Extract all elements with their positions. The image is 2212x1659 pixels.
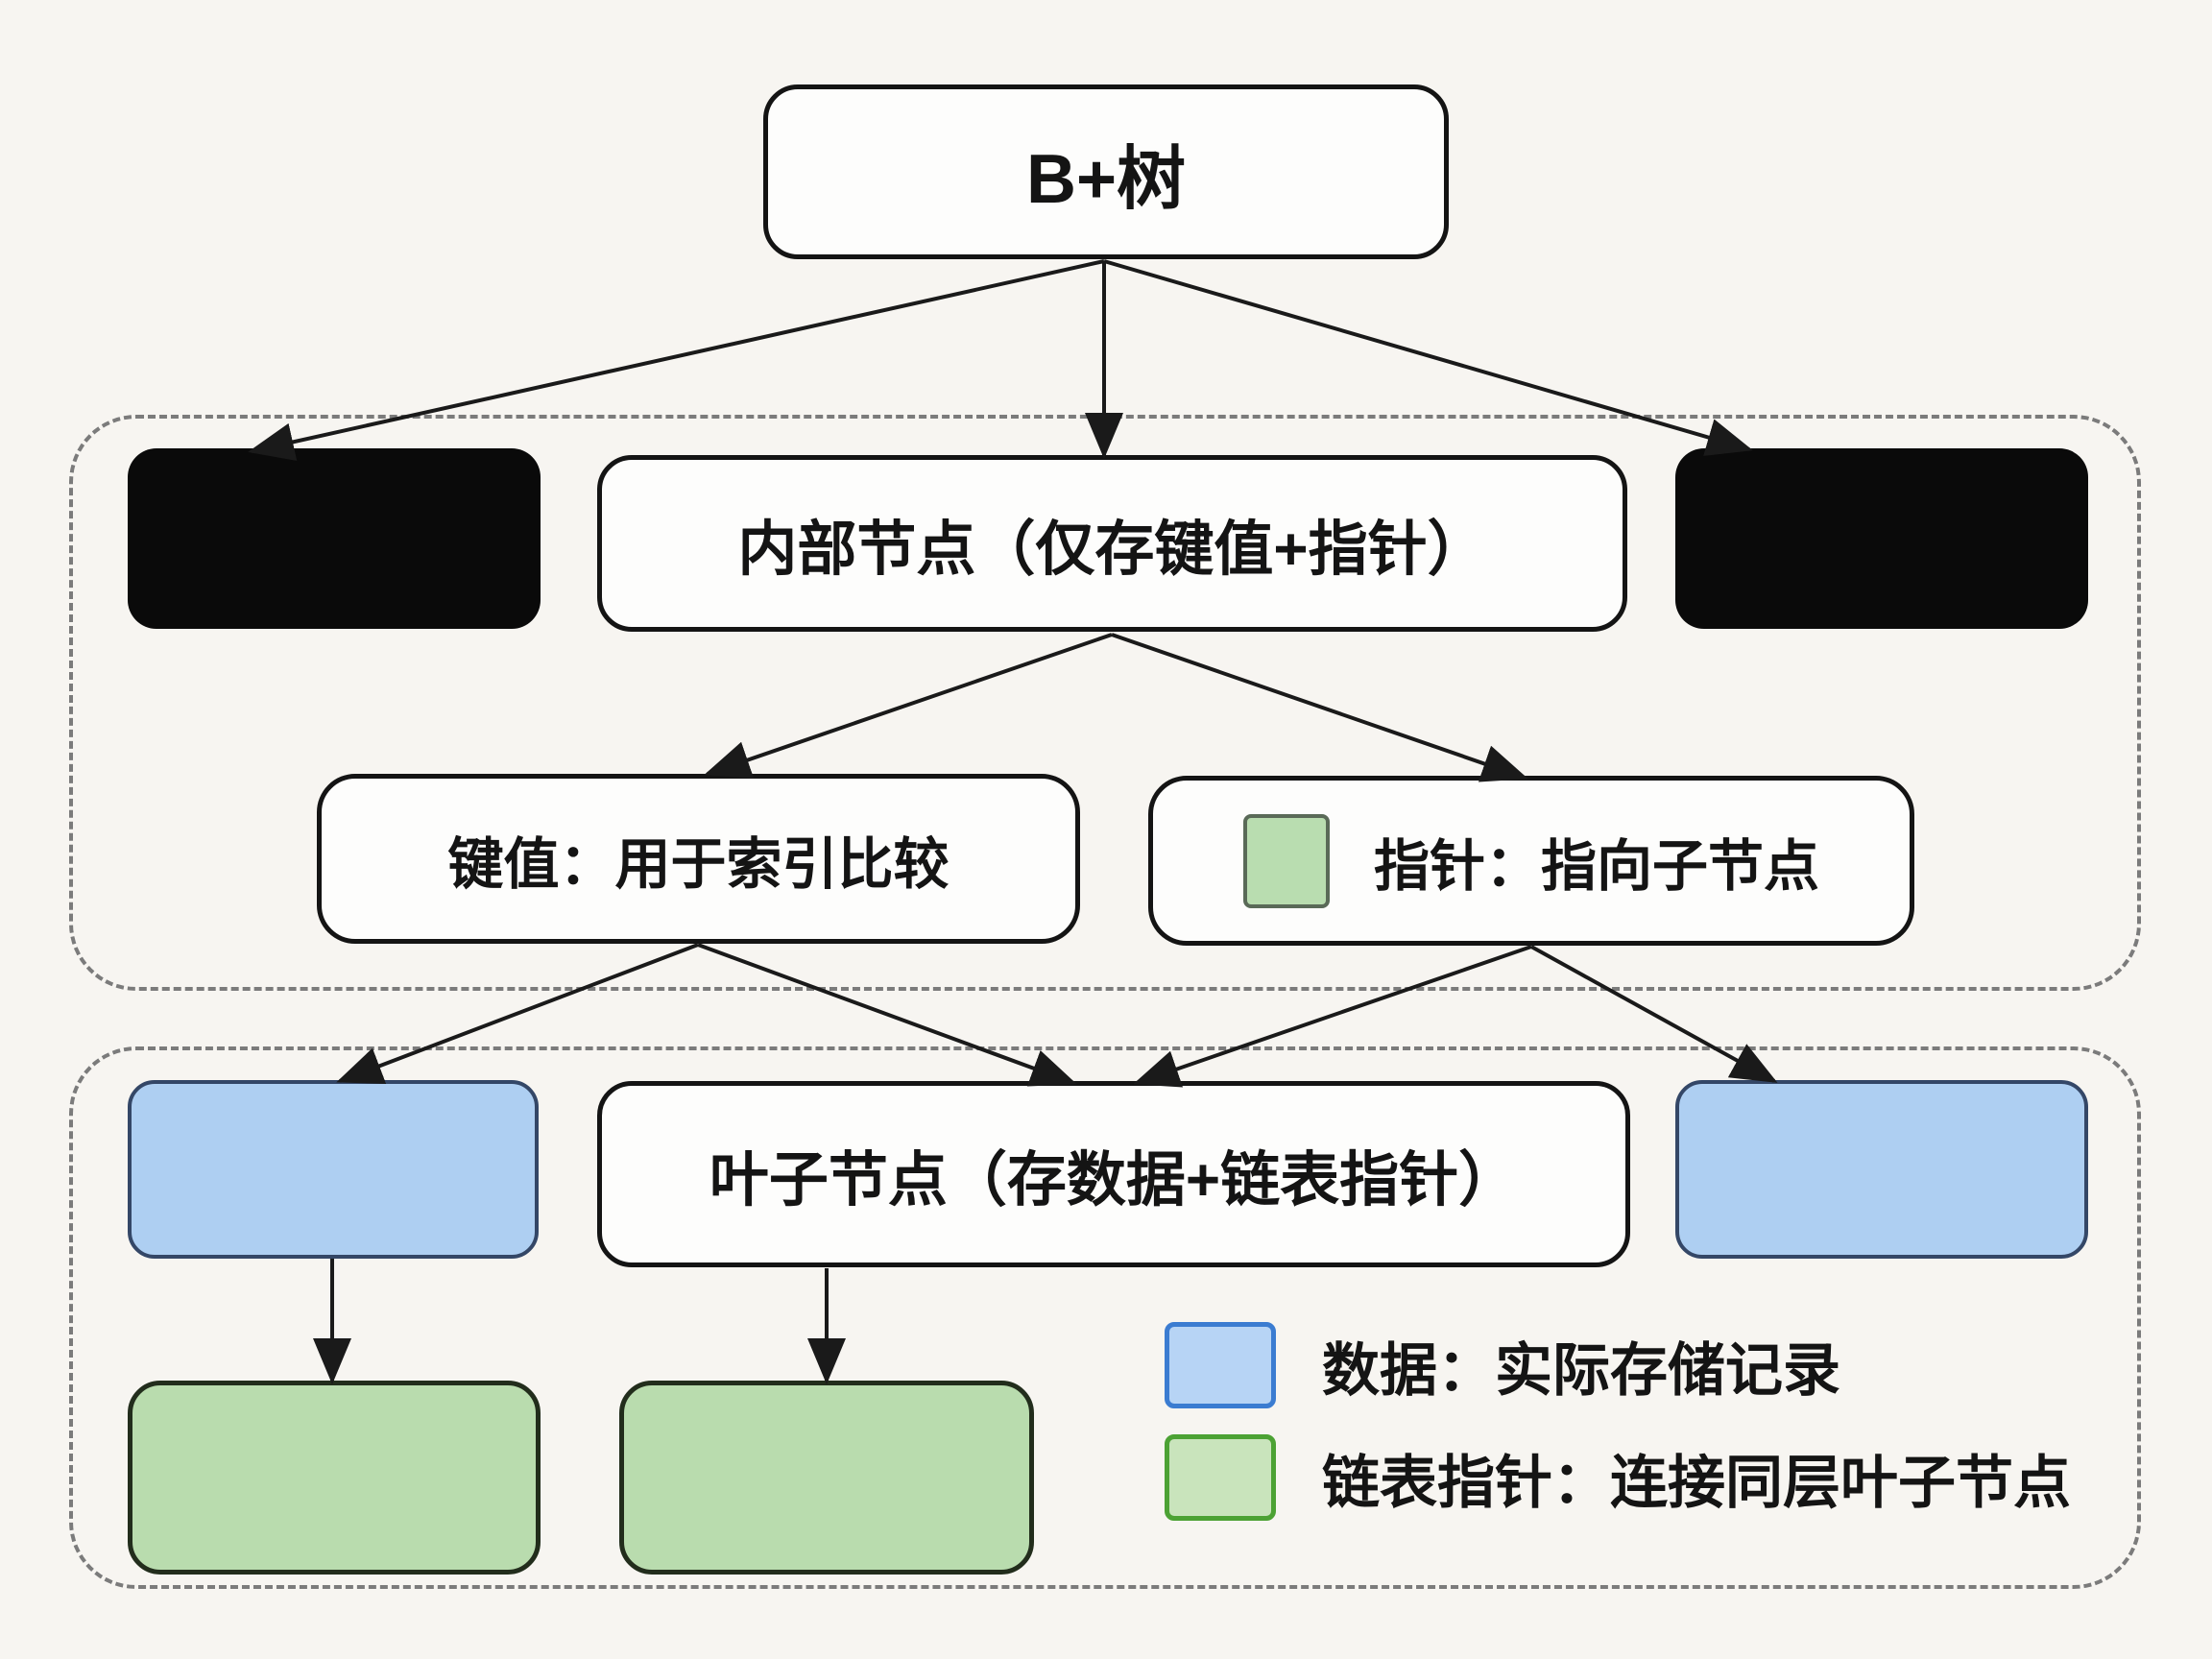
node-leaf: 叶子节点（存数据+链表指针）	[597, 1081, 1630, 1267]
green-node-left	[128, 1381, 541, 1575]
node-key: 键值：用于索引比较	[317, 774, 1080, 944]
legend-item-linked-list-pointer: 链表指针：连接同层叶子节点	[1165, 1431, 2071, 1524]
leaf-level-dashed-container	[69, 1046, 2141, 1589]
node-internal-label: 内部节点（仅存键值+指针）	[737, 517, 1487, 583]
legend-data-label: 数据：实际存储记录	[1322, 1337, 1840, 1403]
node-key-label: 键值：用于索引比较	[447, 832, 950, 896]
legend-blue-swatch-icon	[1165, 1322, 1276, 1408]
pointer-green-swatch-icon	[1242, 813, 1330, 908]
blue-node-left	[128, 1080, 539, 1259]
blue-node-right	[1675, 1080, 2088, 1259]
node-leaf-label: 叶子节点（存数据+链表指针）	[709, 1147, 1519, 1214]
node-bplus-tree: B+树	[763, 84, 1449, 259]
black-node-left	[128, 448, 541, 629]
node-internal: 内部节点（仅存键值+指针）	[597, 455, 1627, 632]
legend-item-data: 数据：实际存储记录	[1165, 1319, 1840, 1411]
green-node-middle	[619, 1381, 1034, 1575]
black-node-right	[1675, 448, 2088, 629]
legend-linked-list-pointer-label: 链表指针：连接同层叶子节点	[1322, 1450, 2071, 1515]
node-pointer: 指针：指向子节点	[1148, 776, 1914, 946]
node-bplus-tree-label: B+树	[1025, 140, 1187, 218]
legend-green-swatch-icon	[1165, 1434, 1276, 1521]
node-pointer-label: 指针：指向子节点	[1373, 834, 1819, 898]
